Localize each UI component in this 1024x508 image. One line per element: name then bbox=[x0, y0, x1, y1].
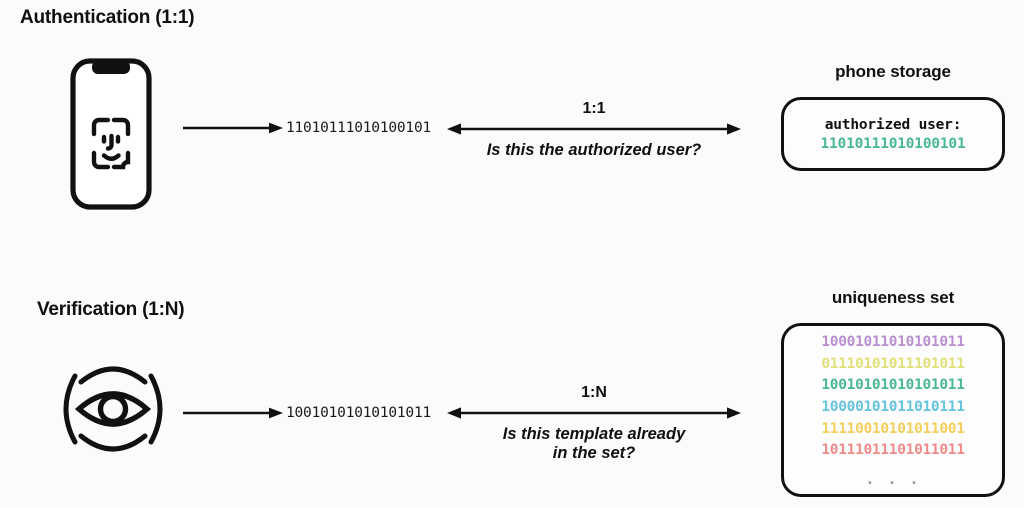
authorized-user-template: 11010111010100101 bbox=[820, 135, 966, 152]
uniqueness-set-entry: 10010101010101011 bbox=[821, 377, 965, 394]
arrow-capture-to-template-2 bbox=[183, 403, 285, 423]
uniqueness-set-ellipsis: . . . bbox=[865, 469, 921, 488]
relation-question-verification: Is this template already in the set? bbox=[440, 425, 748, 464]
section-title-verification: Verification (1:N) bbox=[37, 299, 185, 320]
uniqueness-set-box: 10001011010101011 01110101011101011 100101… bbox=[781, 323, 1005, 497]
relation-question-verification-line1: Is this template already bbox=[502, 425, 686, 443]
uniqueness-set-entry: 01110101011101011 bbox=[821, 355, 965, 372]
face-id-phone-icon bbox=[70, 58, 152, 215]
iris-scan-eye-icon bbox=[53, 350, 173, 473]
store-label-uniqueness-set: uniqueness set bbox=[831, 288, 955, 307]
template-string-authentication: 11010111010100101 bbox=[286, 120, 432, 136]
relation-question-authentication: Is this the authorized user? bbox=[486, 141, 702, 159]
relation-ratio-verification: 1:N bbox=[581, 384, 607, 401]
uniqueness-set-entry: 10001011010101011 bbox=[821, 334, 965, 351]
relation-question-verification-line2: in the set? bbox=[552, 444, 636, 463]
uniqueness-set-entry: 11110010101011001 bbox=[821, 420, 965, 437]
phone-storage-box: authorized user: 11010111010100101 bbox=[781, 97, 1005, 171]
arrow-capture-to-template-1 bbox=[183, 118, 285, 138]
compare-arrow-authentication bbox=[447, 119, 741, 139]
compare-arrow-verification bbox=[447, 403, 741, 423]
template-string-verification: 10010101010101011 bbox=[286, 405, 432, 421]
uniqueness-set-entry: 10000101011010111 bbox=[821, 399, 965, 415]
store-label-phone-storage: phone storage bbox=[835, 62, 951, 81]
relation-ratio-authentication: 1:1 bbox=[582, 100, 606, 117]
authorized-user-label: authorized user: bbox=[824, 116, 962, 133]
uniqueness-set-entry: 10111011101011011 bbox=[821, 442, 965, 459]
uniqueness-set-list: 10001011010101011 01110101011101011 100101… bbox=[821, 332, 965, 460]
section-title-authentication: Authentication (1:1) bbox=[20, 7, 195, 28]
